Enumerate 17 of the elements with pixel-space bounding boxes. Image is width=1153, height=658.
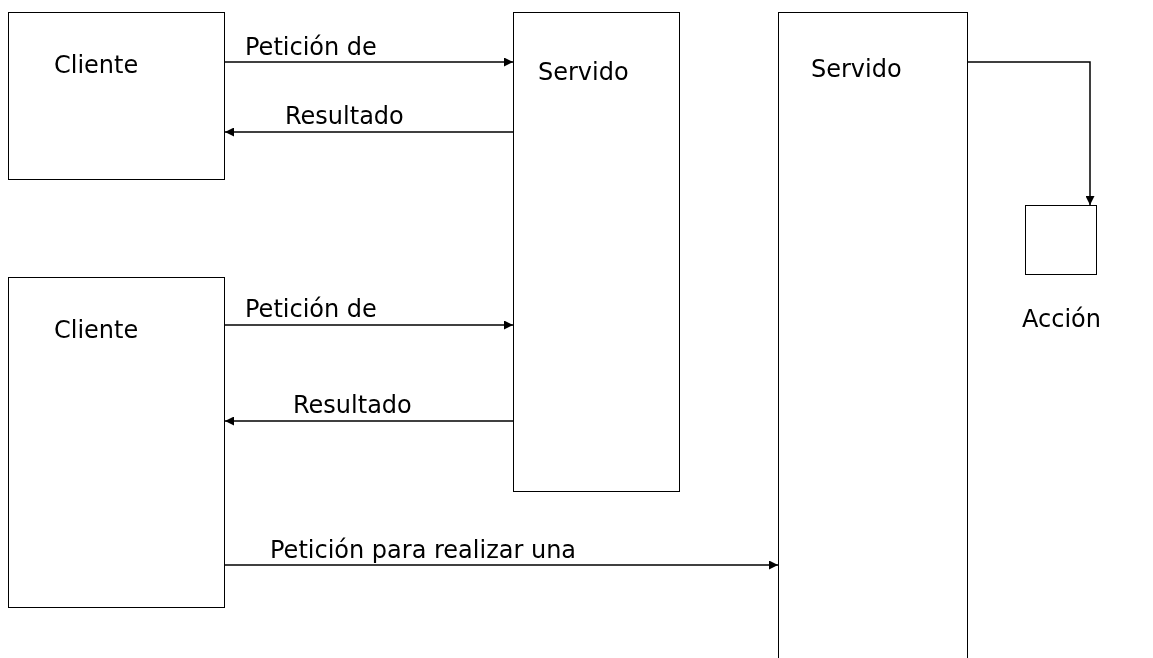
arrow: [224, 560, 779, 570]
node-caption: Acción: [1022, 305, 1101, 333]
arrow: [967, 61, 1095, 206]
arrow: [224, 320, 514, 330]
node-label: Servido: [538, 58, 629, 86]
empty-box: [1025, 205, 1097, 275]
server-box: [778, 12, 968, 658]
arrow: [224, 416, 514, 426]
node-label: Cliente: [54, 51, 139, 79]
client-box: [8, 277, 225, 608]
arrow: [224, 127, 514, 137]
edge-label: Petición para realizar una: [270, 537, 577, 563]
server-box: [513, 12, 680, 492]
arrow: [224, 57, 514, 67]
node-label: Servido: [811, 55, 902, 83]
node-label: Cliente: [54, 316, 139, 344]
client-box: [8, 12, 225, 180]
